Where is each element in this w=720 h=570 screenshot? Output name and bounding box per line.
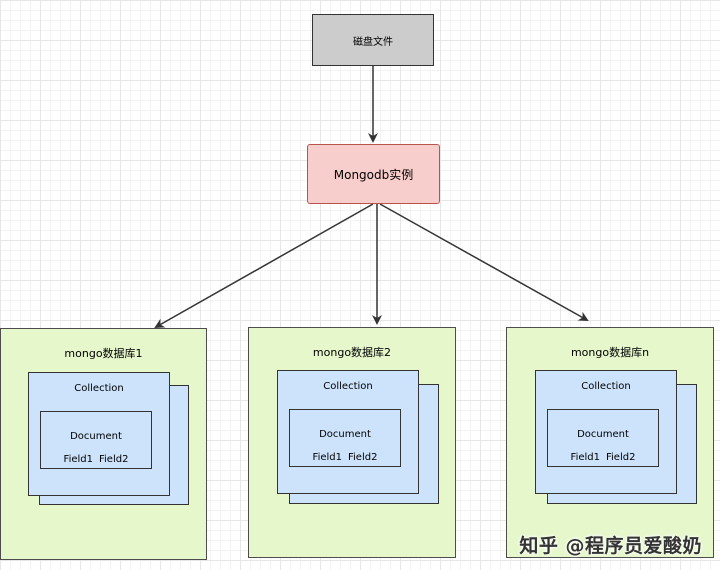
document-node: Document Field1 Field2	[547, 409, 659, 467]
mongodb-instance-label: Mongodb实例	[333, 167, 414, 182]
field-row: Field1 Field2	[290, 452, 400, 463]
document-node: Document Field1 Field2	[289, 409, 401, 467]
mongodb-instance-node: Mongodb实例	[307, 144, 440, 204]
database-label: mongo数据库2	[312, 346, 392, 359]
document-label: Document	[319, 429, 371, 440]
field1-label: Field1	[312, 452, 342, 463]
document-label: Document	[70, 431, 122, 442]
collection-label: Collection	[581, 381, 631, 392]
arrow-instance-to-dbn	[379, 203, 589, 321]
field2-label: Field2	[348, 452, 378, 463]
field2-label: Field2	[606, 452, 636, 463]
watermark-text: 知乎 @程序员爱酸奶	[519, 535, 702, 557]
field-row: Field1 Field2	[548, 452, 658, 463]
database-label: mongo数据库1	[64, 347, 143, 360]
collection-node: Collection Document Field1 Field2	[277, 370, 419, 494]
collection-label: Collection	[74, 383, 124, 394]
field2-label: Field2	[99, 454, 129, 465]
collection-node: Collection Document Field1 Field2	[535, 370, 677, 494]
collection-node: Collection Document Field1 Field2	[28, 372, 170, 496]
disk-file-node: 磁盘文件	[312, 14, 434, 66]
field1-label: Field1	[570, 452, 600, 463]
document-label: Document	[577, 429, 629, 440]
disk-file-label: 磁盘文件	[353, 36, 393, 48]
arrow-instance-to-db1	[154, 203, 374, 328]
field-row: Field1 Field2	[41, 454, 151, 465]
collection-label: Collection	[323, 381, 373, 392]
database-label: mongo数据库n	[570, 346, 650, 359]
document-node: Document Field1 Field2	[40, 411, 152, 469]
field1-label: Field1	[63, 454, 93, 465]
